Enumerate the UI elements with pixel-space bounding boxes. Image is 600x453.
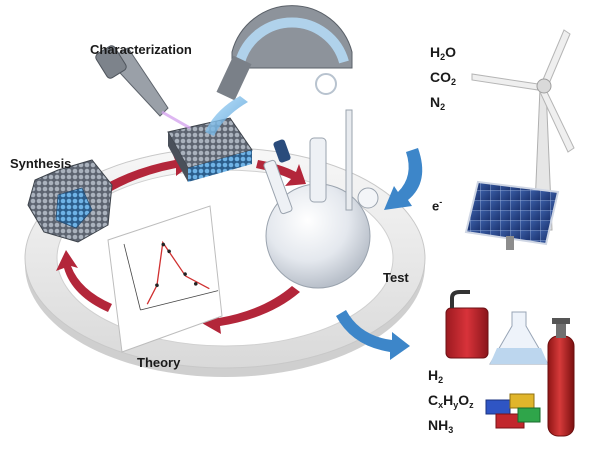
electron-label: e- — [432, 197, 443, 214]
input-molecule: H2O — [430, 44, 457, 62]
input-molecule: N2 — [430, 94, 446, 112]
product-output-arrow — [336, 310, 410, 360]
output-product: CxHyOz — [428, 392, 474, 410]
output-product: NH3 — [428, 417, 454, 435]
synthesis-label: Synthesis — [10, 156, 72, 171]
arrow-test-to-theory — [200, 286, 300, 334]
test-label: Test — [383, 270, 409, 285]
arrow-synthesis-to-characterization — [92, 152, 192, 198]
reactor-flask-icon — [263, 109, 379, 289]
probe-tip-icon — [95, 45, 191, 130]
output-products-list: H2 CxHyOz NH3 — [428, 365, 474, 440]
energy-input-arrow — [384, 148, 423, 210]
erlenmeyer-flask-icon — [489, 311, 549, 365]
beam-stream — [205, 96, 248, 136]
output-product: H2 — [428, 367, 444, 385]
theory-label: Theory — [137, 355, 181, 370]
arrow-theory-to-synthesis — [56, 250, 112, 312]
input-molecule: CO2 — [430, 69, 457, 87]
theory-plot-card — [107, 205, 223, 353]
characterization-label: Characterization — [90, 42, 192, 57]
gas-cylinder-icon — [547, 318, 575, 437]
flow-arrows — [336, 148, 423, 360]
surface-slab-icon — [167, 117, 253, 182]
solar-panel-icon — [464, 180, 560, 250]
spectrometer-icon — [216, 5, 353, 101]
gas-can-icon — [445, 290, 489, 359]
molecular-blocks-icon — [485, 393, 541, 429]
nanoparticle-icon — [27, 159, 113, 243]
input-molecules-list: H2O CO2 N2 — [430, 42, 456, 117]
